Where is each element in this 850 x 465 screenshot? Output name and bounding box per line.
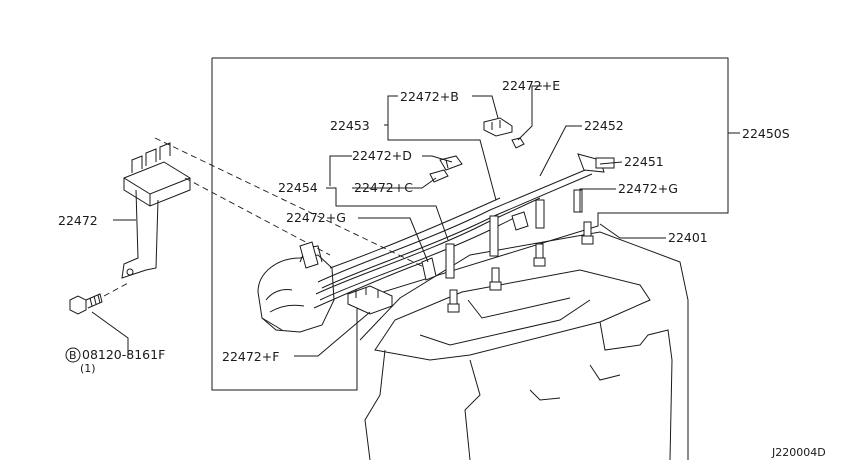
bracket-22453	[299, 241, 319, 269]
label-22472-G-right: 22472+G	[618, 181, 678, 196]
circled-b-letter: B	[69, 349, 77, 362]
label-22450S: 22450S	[742, 126, 790, 141]
projection-line	[154, 137, 431, 271]
clip-22472-G-right	[511, 211, 529, 231]
clip-22472-E	[511, 137, 525, 149]
label-22472-D: 22472+D	[352, 148, 412, 163]
label-22472-B: 22472+B	[400, 89, 459, 104]
projection-line	[103, 281, 131, 297]
spark-plugs-22401	[447, 221, 594, 313]
label-22451: 22451	[624, 154, 664, 169]
bolt-callout: B 08120-8161F (1)	[65, 347, 165, 375]
leader-lines	[91, 85, 740, 357]
label-22453: 22453	[330, 118, 370, 133]
distributor-cap	[257, 245, 335, 333]
label-22472-F: 22472+F	[222, 349, 279, 364]
label-bolt-qty: (1)	[80, 362, 96, 375]
label-22401: 22401	[668, 230, 708, 245]
assembly-frame	[211, 57, 729, 391]
ignition-leads	[313, 167, 593, 309]
engine-block	[359, 231, 689, 461]
label-22472-G-left: 22472+G	[286, 210, 346, 225]
bracket-22472	[121, 142, 191, 279]
coil-22451	[577, 153, 615, 173]
diagram-code: J220004D	[771, 446, 826, 459]
clip-22472-D	[439, 155, 463, 171]
clip-22472-G-left	[421, 257, 437, 281]
label-22472-E: 22472+E	[502, 78, 560, 93]
circled-b-icon	[65, 347, 81, 363]
label-22452: 22452	[584, 118, 624, 133]
plug-boots	[445, 189, 583, 279]
label-22472-C: 22472+C	[354, 180, 413, 195]
label-22472: 22472	[58, 213, 98, 228]
projection-line	[184, 177, 331, 256]
label-bolt-part: 08120-8161F	[82, 347, 165, 362]
clip-22472-B	[483, 117, 513, 137]
clip-22472-F	[347, 285, 393, 315]
bolt-08120	[69, 293, 103, 315]
label-22454: 22454	[278, 180, 318, 195]
